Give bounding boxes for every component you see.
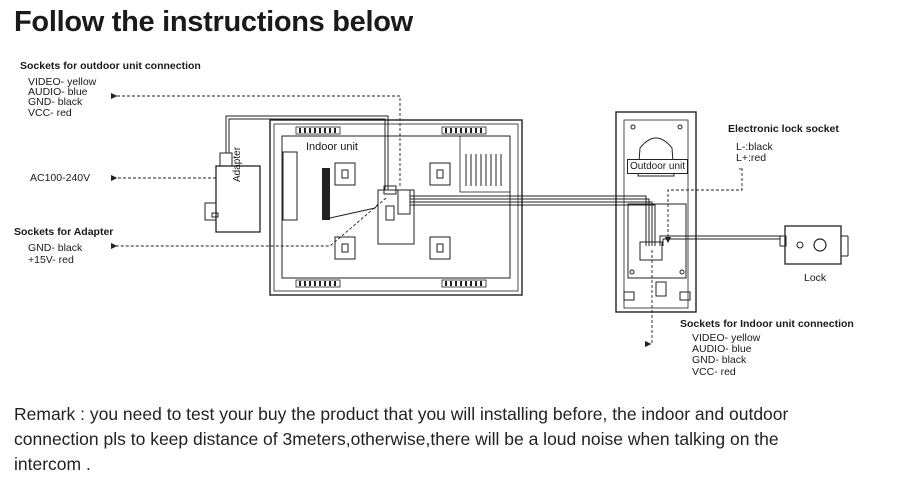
lock-socket-heading: Electronic lock socket (728, 123, 839, 135)
indoor-unit-drawing (269, 119, 523, 296)
lock-socket-line-2: L+:red (736, 152, 767, 164)
outdoor-unit-drawing (615, 111, 697, 313)
outdoor-socket-line-2: AUDIO- blue (28, 86, 88, 98)
adapter-socket-line-2: +15V- red (28, 254, 74, 266)
lock-label: Lock (804, 272, 827, 284)
indoor-unit-label: Indoor unit (306, 141, 358, 153)
remark-text: Remark : you need to test your buy the p… (14, 402, 884, 477)
lock-socket-line-1: L-:black (736, 141, 773, 153)
remark-line-1: Remark : you need to test your buy the p… (14, 404, 789, 424)
indoor-socket-line-3: GND- black (692, 354, 747, 366)
leader-lines (110, 92, 743, 348)
cables (225, 115, 780, 246)
lock-drawing (779, 225, 849, 265)
page-title: Follow the instructions below (14, 6, 413, 38)
outdoor-socket-line-4: VCC- red (28, 107, 72, 119)
outdoor-socket-line-1: VIDEO- yellow (28, 76, 97, 88)
adapter-sockets-heading: Sockets for Adapter (14, 226, 114, 238)
power-label: AC100-240V (30, 172, 91, 184)
adapter-device-label: Adapter (232, 146, 243, 182)
remark-line-2: connection pls to keep distance of 3mete… (14, 429, 779, 449)
wiring-diagram (110, 92, 849, 348)
indoor-socket-line-1: VIDEO- yellow (692, 332, 761, 344)
outdoor-unit-label: Outdoor unit (627, 159, 689, 174)
indoor-sockets-heading: Sockets for Indoor unit connection (680, 318, 854, 330)
outdoor-socket-line-3: GND- black (28, 96, 83, 108)
outdoor-sockets-heading: Sockets for outdoor unit connection (20, 60, 201, 72)
remark-line-3: intercom . (14, 454, 91, 474)
indoor-socket-line-4: VCC- red (692, 366, 736, 378)
adapter-socket-line-1: GND- black (28, 242, 83, 254)
indoor-socket-line-2: AUDIO- blue (692, 343, 752, 355)
